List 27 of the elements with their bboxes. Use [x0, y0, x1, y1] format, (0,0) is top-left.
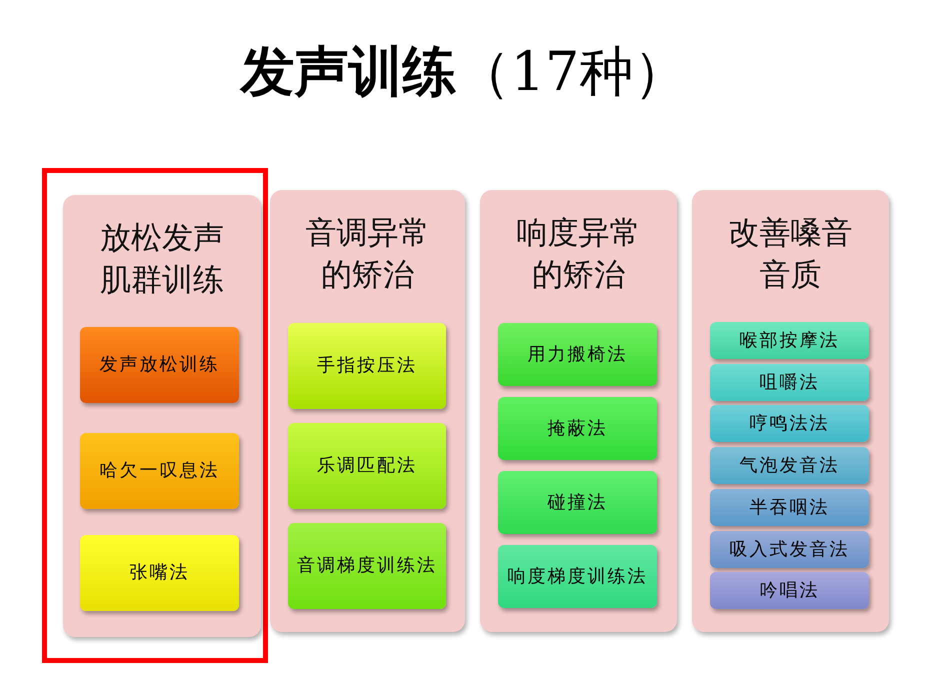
method-box: 吟唱法: [710, 572, 869, 609]
category-heading: 改善嗓音音质: [728, 214, 854, 295]
category-panel: [480, 190, 677, 632]
method-box: 哈欠一叹息法: [80, 433, 239, 509]
category-heading: 放松发声肌群训练: [99, 219, 225, 300]
highlight-frame: [42, 168, 268, 663]
method-box: 气泡发音法: [710, 447, 869, 484]
method-box: 碰撞法: [498, 471, 657, 534]
method-box: 响度梯度训练法: [498, 545, 657, 608]
title: 发声训练（17种）: [238, 38, 688, 105]
method-box: 掩蔽法: [498, 397, 657, 460]
method-box: 半吞咽法: [710, 489, 869, 526]
category-heading: 响度异常的矫治: [516, 214, 642, 295]
method-box: 音调梯度训练法: [288, 523, 446, 609]
method-box: 发声放松训练: [80, 327, 239, 403]
category-panel: [692, 190, 889, 632]
method-box: 用力搬椅法: [498, 323, 657, 386]
method-box: 乐调匹配法: [288, 423, 446, 509]
method-box: 喉部按摩法: [710, 322, 869, 359]
method-box: 咀嚼法: [710, 364, 869, 401]
method-box: 吸入式发音法: [710, 531, 869, 568]
category-heading: 音调异常的矫治: [304, 214, 430, 295]
category-panel: [270, 190, 465, 632]
method-box: 手指按压法: [288, 323, 446, 409]
method-box: 哼鸣法法: [710, 405, 869, 442]
method-box: 张嘴法: [80, 535, 239, 611]
category-panel: [63, 195, 261, 637]
